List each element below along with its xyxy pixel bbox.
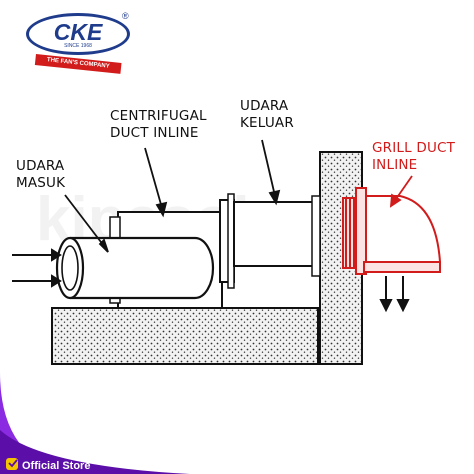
grill-leader	[389, 175, 413, 208]
label-grill-line1: GRILL DUCT	[372, 140, 456, 156]
label-grill-line2: INLINE	[372, 157, 418, 173]
store-badge-shape	[0, 372, 190, 474]
inlet-pipe	[55, 236, 215, 300]
logo-since: SINCE 1968	[64, 43, 92, 49]
label-udara-keluar: UDARA KELUAR	[240, 98, 294, 132]
label-udara-masuk: UDARA MASUK	[16, 158, 65, 192]
label-udara-masuk-line1: UDARA	[16, 158, 65, 174]
outlet-duct	[233, 195, 321, 277]
cke-logo: CKE SINCE 1968 THE FAN'S COMPANY ®	[26, 11, 134, 74]
logo-oval	[26, 13, 130, 55]
ceiling-slab	[51, 307, 322, 365]
label-centrifugal-line2: DUCT INLINE	[110, 125, 199, 141]
label-grill-duct-inline: GRILL DUCT INLINE	[372, 140, 455, 174]
registered-mark: ®	[122, 11, 129, 21]
logo-wordmark: CKE	[53, 19, 103, 45]
label-udara-masuk-line2: MASUK	[16, 175, 66, 191]
grill-duct-inline	[342, 187, 442, 275]
official-store-label: Official Store	[22, 460, 91, 472]
label-udara-keluar-line1: UDARA	[240, 98, 289, 114]
logo-tagline: THE FAN'S COMPANY	[34, 54, 122, 74]
label-leaders	[64, 139, 281, 253]
label-udara-keluar-line2: KELUAR	[240, 115, 294, 131]
label-centrifugal-duct-inline: CENTRIFUGAL DUCT INLINE	[110, 108, 207, 142]
airflow-arrows	[12, 248, 410, 313]
label-centrifugal-line1: CENTRIFUGAL	[110, 108, 207, 124]
